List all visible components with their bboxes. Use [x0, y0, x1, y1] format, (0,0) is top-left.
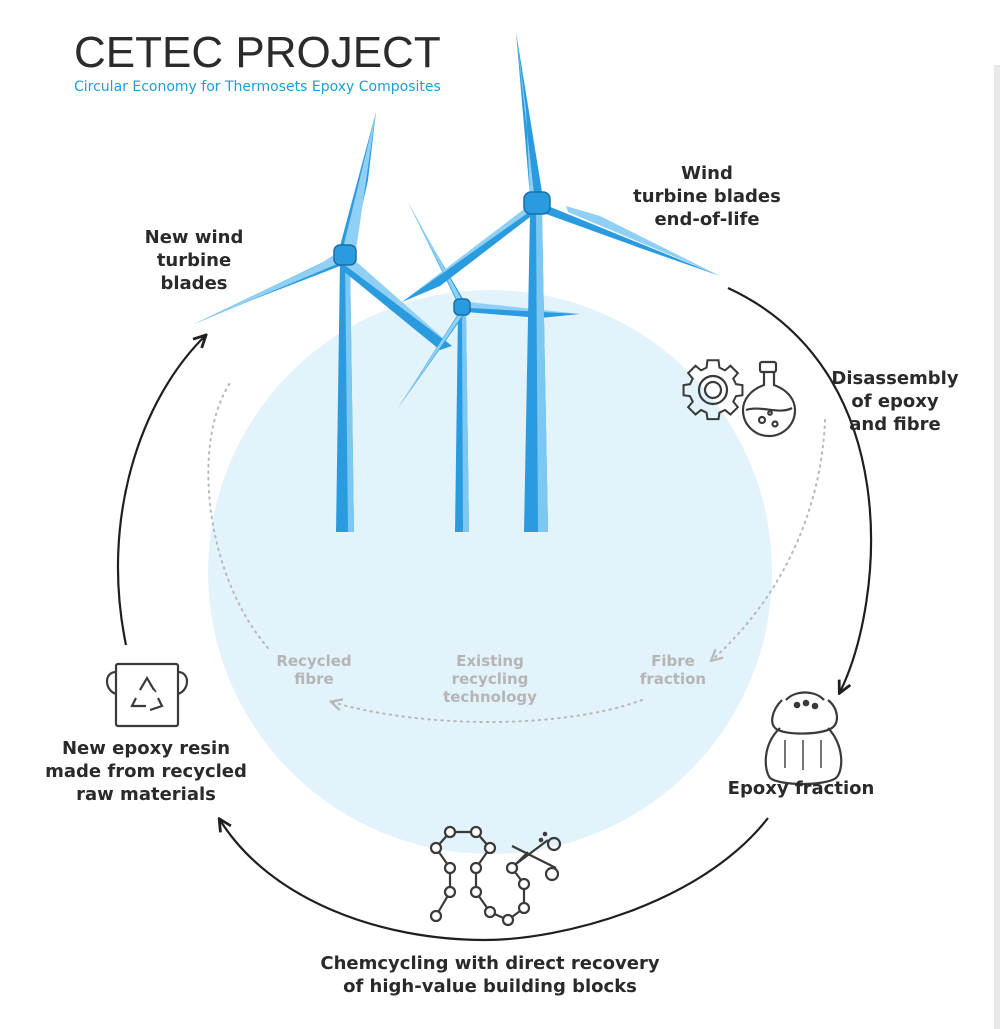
- existing-path-left: [207, 379, 269, 649]
- wind-turbine-left: [194, 112, 452, 532]
- existing-path-arc: [712, 419, 826, 660]
- label-end-of-life: Wind turbine blades end-of-life: [633, 163, 781, 230]
- page-subtitle: Circular Economy for Thermosets Epoxy Co…: [74, 79, 441, 95]
- label-disassembly: Disassembly of epoxy and fibre: [831, 368, 959, 435]
- gear-icon: [682, 359, 744, 421]
- wind-turbine-right: [402, 32, 720, 532]
- page-edge-bar: [994, 65, 1000, 1029]
- label-recycled-fibre: Recycled fibre: [276, 652, 352, 688]
- molecule-chain-icon: [429, 825, 531, 927]
- label-chemcycling: Chemcycling with direct recovery of high…: [320, 953, 660, 997]
- background-circle: [208, 290, 772, 854]
- existing-path-bottom: [332, 700, 643, 723]
- label-existing-technology: Existing recycling technology: [443, 652, 537, 706]
- label-epoxy-fraction: Epoxy fraction: [727, 778, 875, 799]
- page-title: CETEC PROJECT: [74, 28, 441, 77]
- cycle-arrow-new-blades: [116, 336, 205, 646]
- label-new-blades: New wind turbine blades: [144, 227, 244, 294]
- label-new-resin: New epoxy resin made from recycled raw m…: [45, 738, 247, 805]
- flask-icon: [741, 360, 797, 438]
- cycle-arrow-chemcycling: [220, 818, 769, 942]
- sack-icon: [764, 691, 843, 786]
- label-fibre-fraction: Fibre fraction: [639, 652, 707, 688]
- scissors-icon: [511, 831, 562, 882]
- recycle-bucket-icon: [105, 662, 189, 728]
- cycle-arrow-disassembly: [727, 287, 873, 692]
- wind-turbine-center: [398, 202, 580, 532]
